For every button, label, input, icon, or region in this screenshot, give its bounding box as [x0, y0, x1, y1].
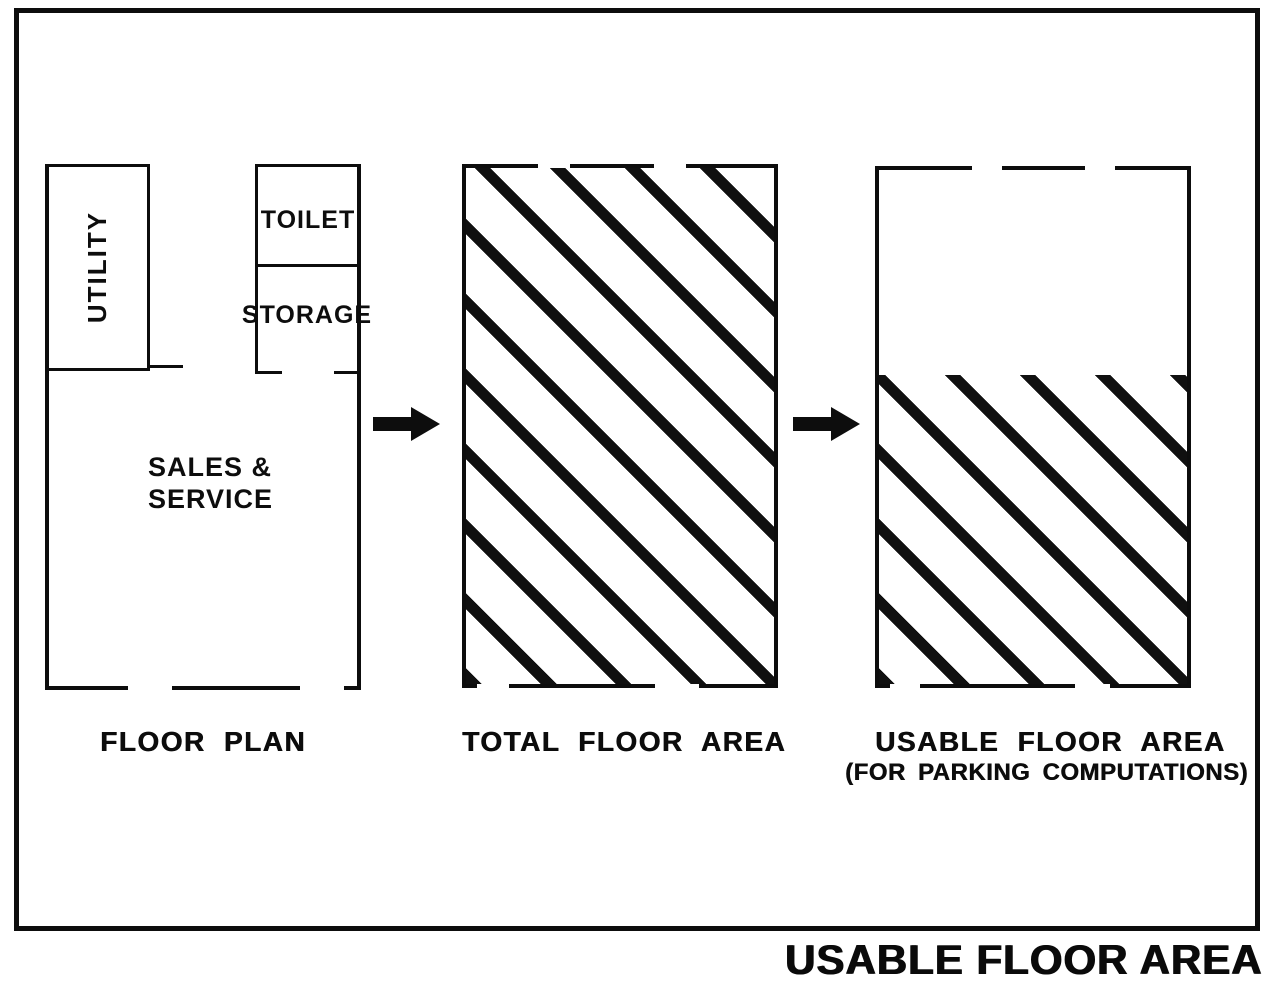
floor-plan-caption: FLOOR PLAN — [100, 726, 306, 757]
usable-area-bottom-wall-segment — [920, 684, 1075, 688]
total-area-hatching — [466, 168, 774, 684]
total-area-top-wall-segment — [570, 164, 654, 168]
usable-area-left-wall — [875, 166, 879, 688]
total-floor-area-caption: TOTAL FLOOR AREA — [462, 726, 787, 757]
total-area-bottom-wall-segment — [462, 684, 477, 688]
floor-plan-bottom-wall-segment — [45, 686, 128, 690]
total-area-right-wall — [774, 164, 778, 688]
total-floor-area-panel — [462, 164, 778, 688]
total-area-bottom-wall-segment — [699, 684, 778, 688]
total-area-bottom-wall-segment — [509, 684, 655, 688]
floor-plan-panel: UTILITY TOILET STORAGE SALES & SERVICE — [45, 164, 371, 690]
total-area-top-wall-segment — [462, 164, 538, 168]
usable-area-top-wall-segment — [875, 166, 972, 170]
usable-area-top-wall-segment — [1002, 166, 1085, 170]
usable-area-bottom-wall-segment — [1110, 684, 1191, 688]
sales-service-line2: SERVICE — [148, 483, 274, 514]
sales-service-label: SALES & SERVICE — [148, 452, 273, 516]
usable-floor-area-subcaption: (FOR PARKING COMPUTATIONS) — [845, 759, 1248, 786]
total-area-top-wall-segment — [686, 164, 778, 168]
sales-service-line1: SALES & — [148, 452, 273, 482]
outer-frame — [14, 8, 1260, 931]
total-area-left-wall — [462, 164, 466, 688]
arrow-right-icon — [793, 407, 860, 441]
floor-plan-bottom-wall-segment — [344, 686, 361, 690]
usable-area-bottom-wall-segment — [875, 684, 890, 688]
floor-plan-right-wall — [357, 164, 361, 690]
usable-area-hatching — [879, 375, 1187, 684]
utility-room — [45, 164, 150, 371]
toilet-storage-block — [255, 164, 361, 374]
floor-plan-bottom-wall-segment — [172, 686, 300, 690]
storage-room-label: STORAGE — [241, 301, 373, 329]
usable-area-right-wall — [1187, 166, 1191, 688]
storage-door-gap — [282, 370, 334, 375]
main-title: USABLE FLOOR AREA — [784, 936, 1262, 983]
usable-floor-area-panel — [875, 166, 1191, 688]
toilet-storage-divider — [257, 264, 359, 267]
toilet-room-label: TOILET — [260, 206, 356, 234]
usable-area-top-wall-segment — [1115, 166, 1191, 170]
usable-floor-area-caption: USABLE FLOOR AREA — [875, 726, 1226, 757]
utility-room-label: UTILITY — [82, 210, 112, 324]
utility-wall-stub — [150, 365, 183, 368]
floor-plan-left-wall — [45, 164, 49, 690]
arrow-right-icon — [373, 407, 440, 441]
